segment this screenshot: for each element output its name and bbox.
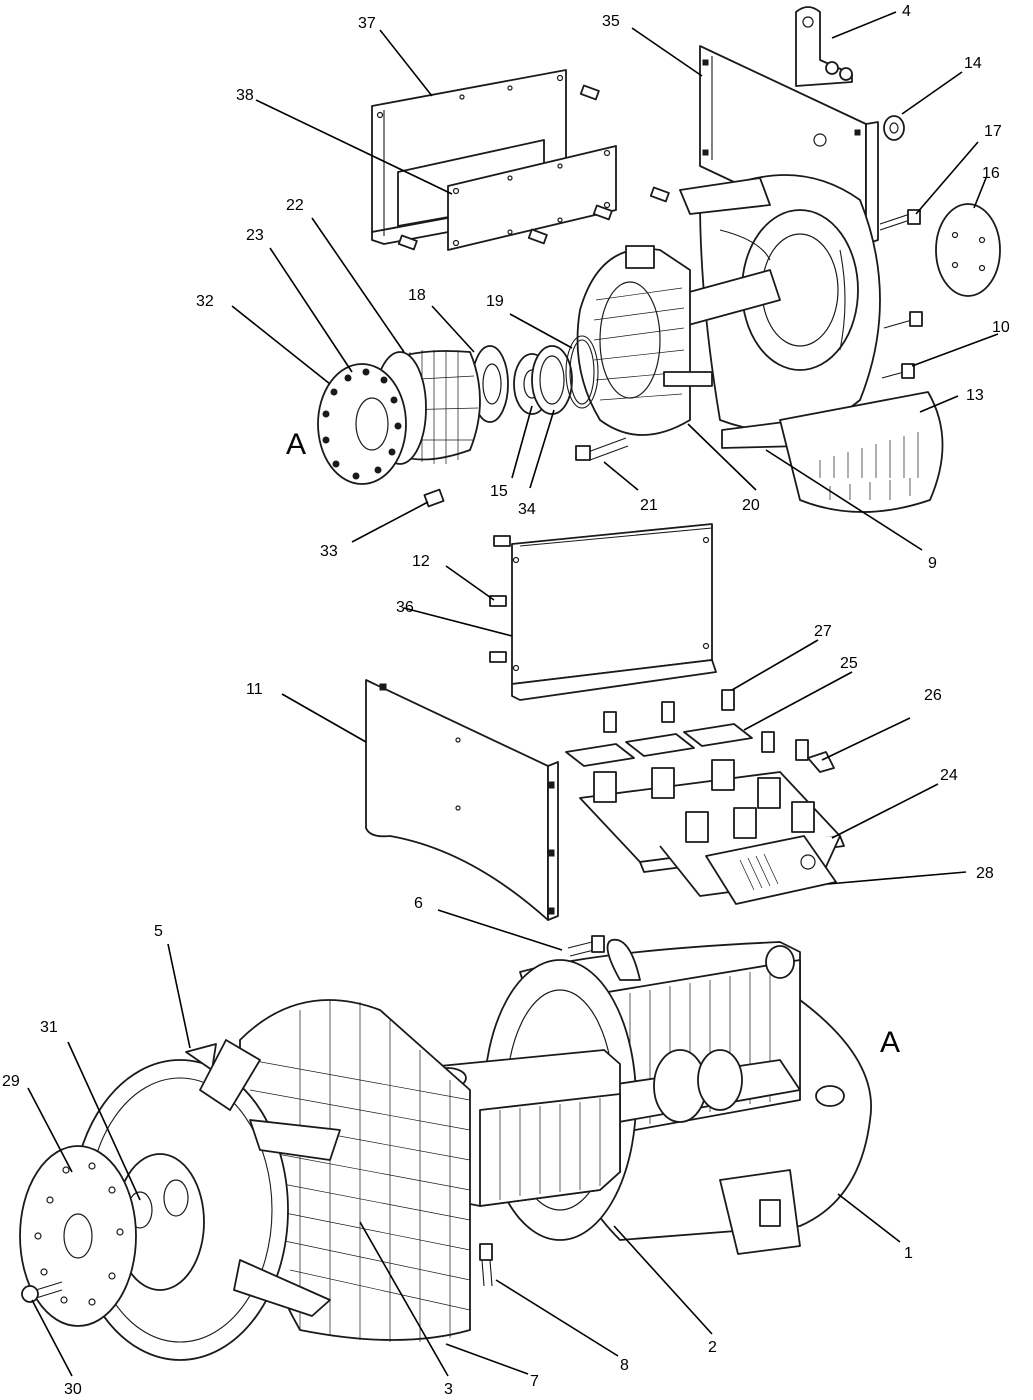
- terminal-plates-25: [565, 723, 753, 767]
- callout-1: 1: [904, 1245, 913, 1262]
- bolt-30: [21, 1281, 63, 1303]
- callout-31: 31: [40, 1019, 58, 1036]
- callout-9: 9: [928, 555, 937, 572]
- callout-23: 23: [246, 227, 264, 244]
- bolts-17-10: [879, 209, 923, 379]
- callout-36: 36: [396, 599, 414, 616]
- callout-13: 13: [966, 387, 984, 404]
- callout-labels: 1 2 3 4 5 6 7 8 9 10 11 12 13 14 15 16 1…: [2, 3, 1010, 1398]
- callout-15: 15: [490, 483, 508, 500]
- bolt-6: [567, 935, 605, 957]
- callout-12: 12: [412, 553, 430, 570]
- ring-18: [471, 345, 509, 423]
- callout-6: 6: [414, 895, 423, 912]
- callout-4: 4: [902, 3, 911, 20]
- callout-24: 24: [940, 767, 958, 784]
- callout-2: 2: [708, 1339, 717, 1356]
- callout-3: 3: [444, 1381, 453, 1398]
- callout-5: 5: [154, 923, 163, 940]
- coupling-disc-29: [19, 1145, 137, 1327]
- callout-10: 10: [992, 319, 1010, 336]
- callout-25: 25: [840, 655, 858, 672]
- bolt-8: [479, 1243, 493, 1287]
- callout-37: 37: [358, 15, 376, 32]
- callout-34: 34: [518, 501, 536, 518]
- callout-21: 21: [640, 497, 658, 514]
- callout-32: 32: [196, 293, 214, 310]
- callout-30: 30: [64, 1381, 82, 1398]
- nut-14: [883, 115, 905, 141]
- screen-13: [779, 391, 944, 513]
- callout-27: 27: [814, 623, 832, 640]
- callout-26: 26: [924, 687, 942, 704]
- callout-17: 17: [984, 123, 1002, 140]
- rectifier-32: [317, 363, 407, 485]
- panel-36: [489, 523, 717, 701]
- bolt-21: [575, 437, 629, 461]
- hub-31: [115, 1153, 205, 1291]
- callout-18: 18: [408, 287, 426, 304]
- ring-34: [531, 345, 573, 415]
- callout-33: 33: [320, 543, 338, 560]
- exciter-stator-20: [576, 245, 713, 436]
- callout-22: 22: [286, 197, 304, 214]
- cover-plate-38: [447, 145, 617, 251]
- end-bell-9: [659, 174, 881, 449]
- callout-19: 19: [486, 293, 504, 310]
- clip-33: [423, 488, 445, 508]
- callout-16: 16: [982, 165, 1000, 182]
- terminal-studs-27: [603, 689, 809, 761]
- callout-38: 38: [236, 87, 254, 104]
- panel-screws: [397, 84, 670, 251]
- link-26: [807, 751, 835, 773]
- view-label-a-bottom: A: [880, 1026, 900, 1059]
- cover-disc-16: [935, 203, 1001, 297]
- callout-11: 11: [246, 681, 263, 698]
- callout-29: 29: [2, 1073, 20, 1090]
- insulators: [593, 759, 815, 843]
- callout-8: 8: [620, 1357, 629, 1374]
- callout-28: 28: [976, 865, 994, 882]
- callout-20: 20: [742, 497, 760, 514]
- view-label-a-top: A: [286, 428, 306, 461]
- panel-11: [365, 679, 559, 921]
- callout-35: 35: [602, 13, 620, 30]
- callout-14: 14: [964, 55, 982, 72]
- lifting-bracket-4: [795, 6, 853, 87]
- terminal-block-28: [705, 835, 837, 905]
- leader-lines: [27, 11, 999, 1377]
- ring-19: [565, 335, 599, 409]
- callout-7: 7: [530, 1373, 539, 1390]
